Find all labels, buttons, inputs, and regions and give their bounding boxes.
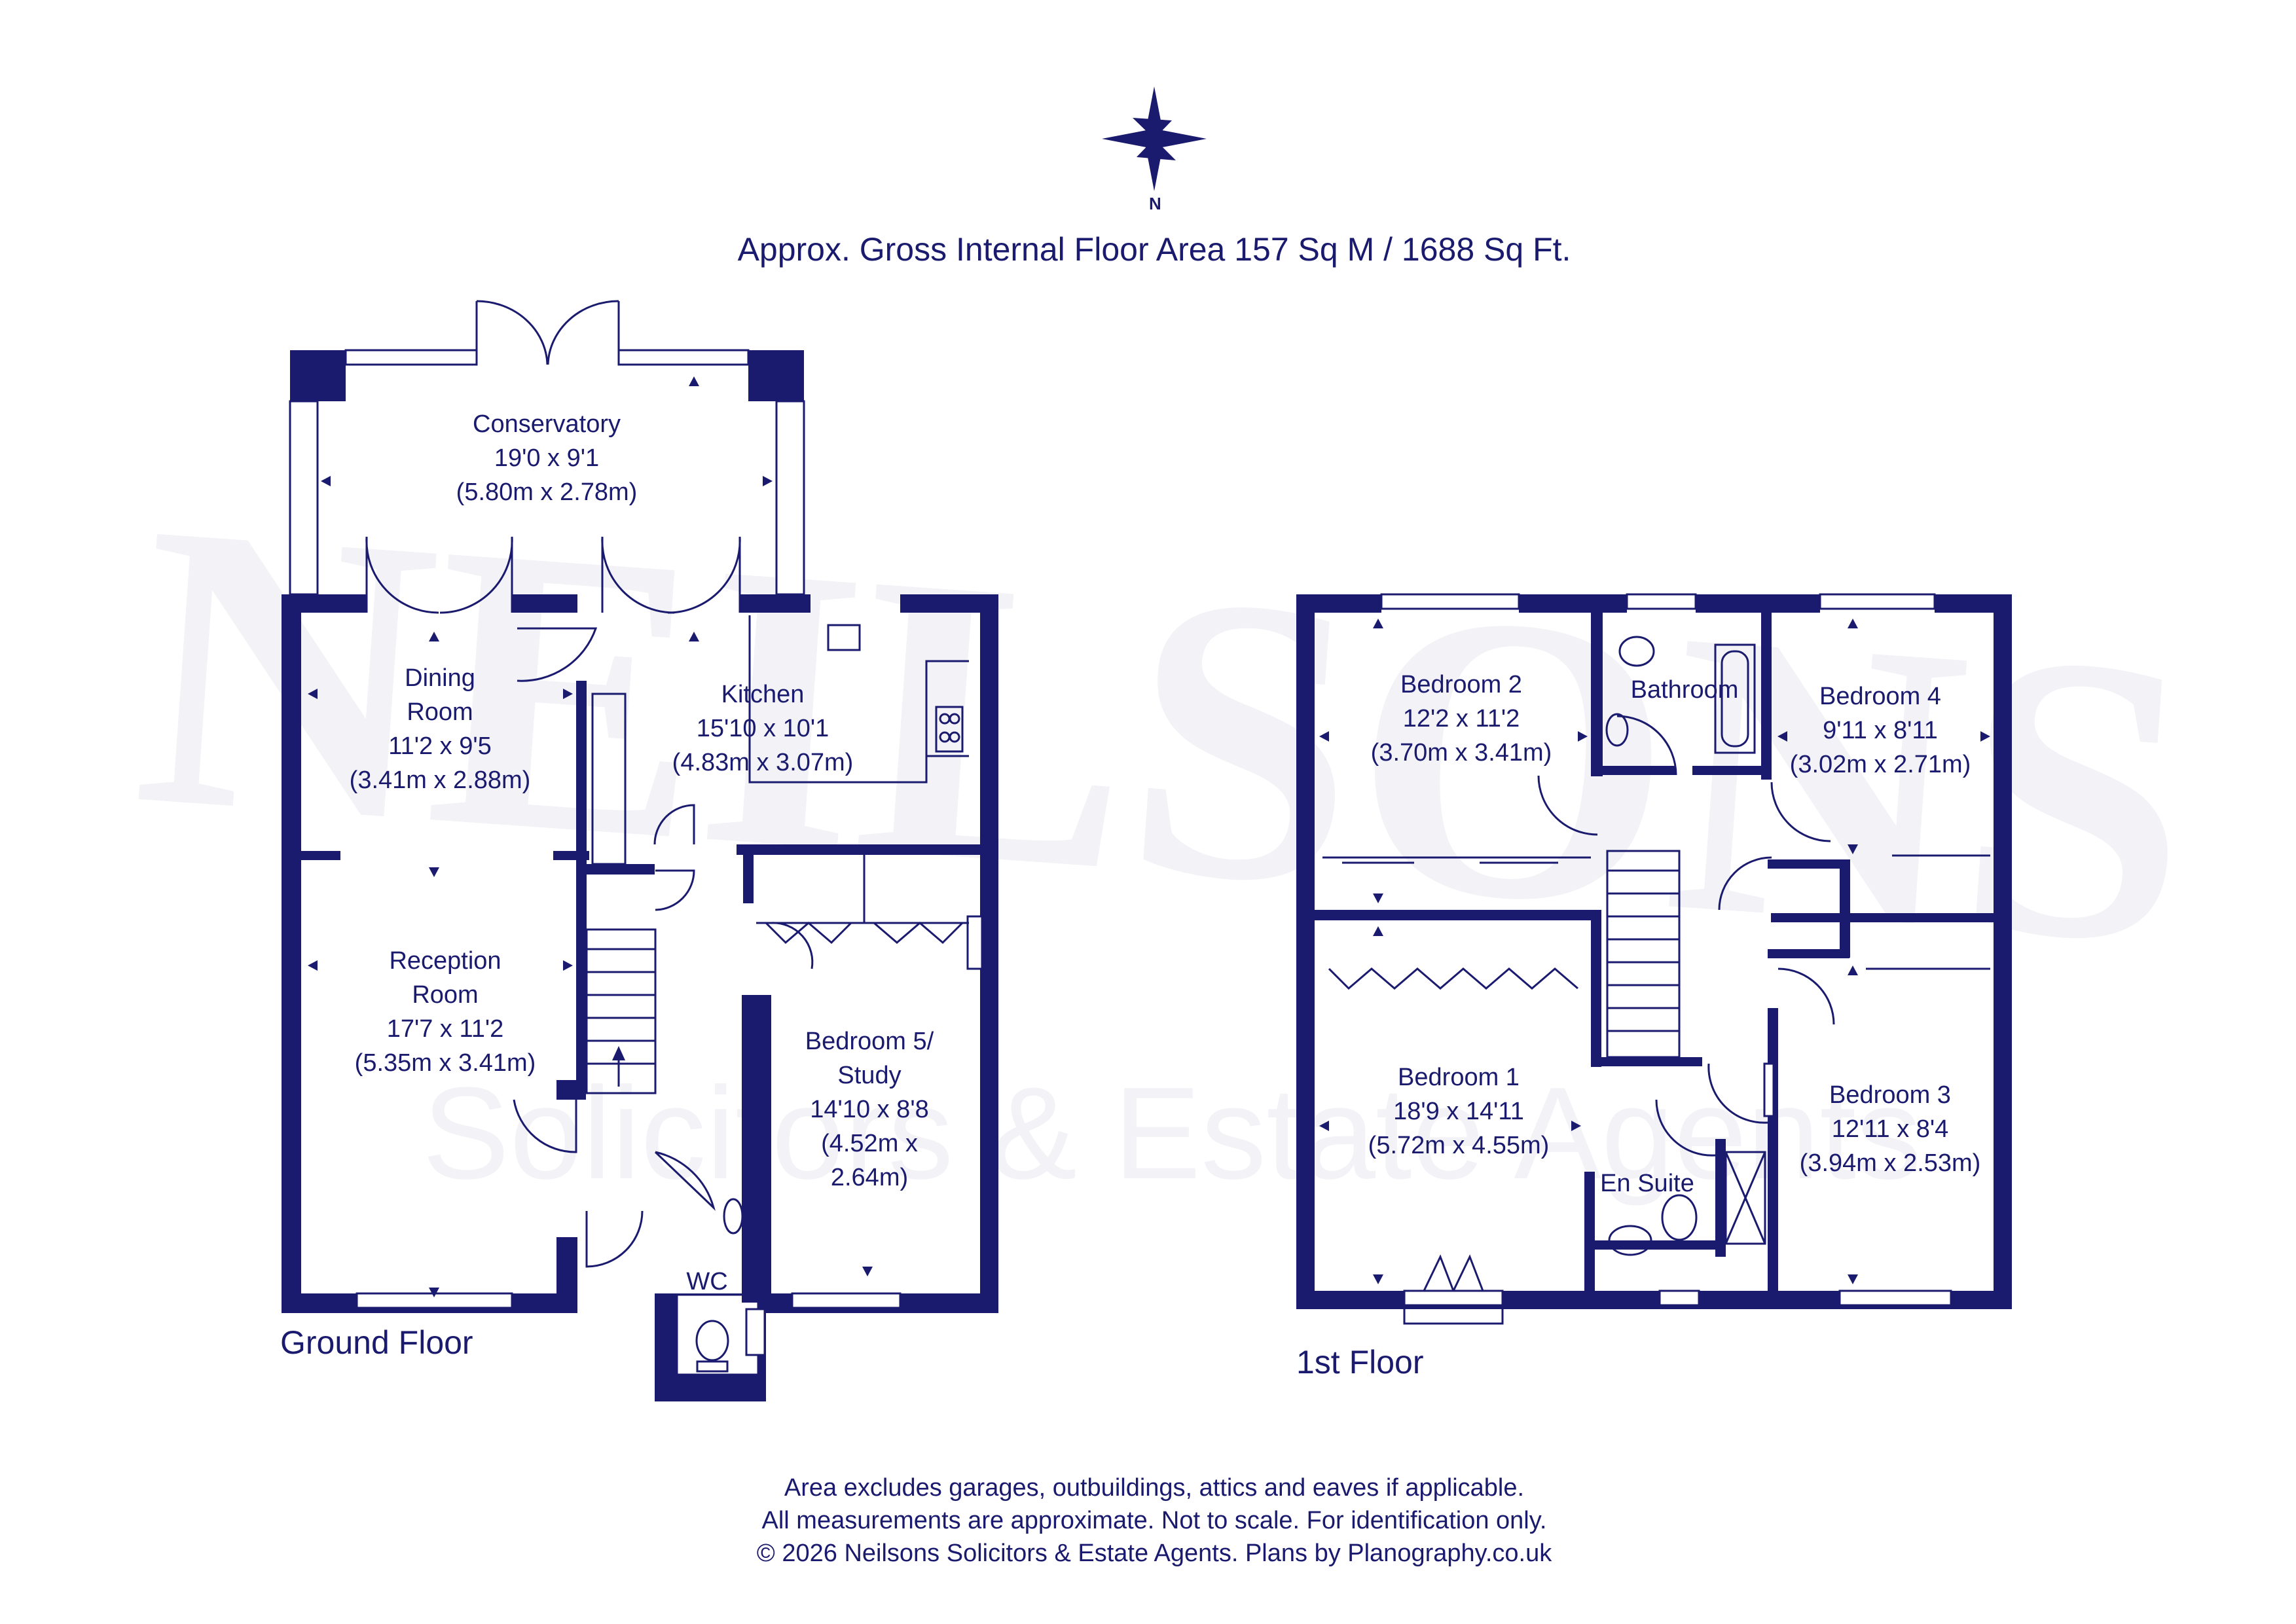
room-label-dining-room: Dining Room 11'2 x 9'5 (3.41m x 2.88m) — [350, 664, 531, 794]
svg-text:Dining: Dining — [405, 664, 475, 692]
svg-text:19'0 x 9'1: 19'0 x 9'1 — [494, 444, 599, 472]
room-label-bedroom-5-study: Bedroom 5/ Study 14'10 x 8'8 (4.52m x 2.… — [805, 1028, 934, 1191]
svg-text:(5.72m x 4.55m): (5.72m x 4.55m) — [1368, 1132, 1550, 1159]
first-floor-label: 1st Floor — [1296, 1344, 1424, 1380]
svg-text:12'2 x 11'2: 12'2 x 11'2 — [1403, 705, 1520, 732]
svg-text:14'10 x 8'8: 14'10 x 8'8 — [810, 1096, 928, 1123]
room-label-bedroom-3: Bedroom 3 12'11 x 8'4 (3.94m x 2.53m) — [1800, 1081, 1981, 1177]
room-label-bedroom-4: Bedroom 4 9'11 x 8'11 (3.02m x 2.71m) — [1790, 683, 1971, 778]
svg-text:Reception: Reception — [389, 947, 501, 975]
svg-text:(3.41m x 2.88m): (3.41m x 2.88m) — [350, 767, 531, 794]
svg-text:11'2 x 9'5: 11'2 x 9'5 — [388, 732, 491, 760]
svg-text:(4.83m x 3.07m): (4.83m x 3.07m) — [672, 749, 854, 776]
north-label: N — [1149, 194, 1161, 213]
area-heading: Approx. Gross Internal Floor Area 157 Sq… — [738, 231, 1571, 268]
footer-line: Area excludes garages, outbuildings, att… — [784, 1474, 1524, 1502]
room-label-en-suite: En Suite — [1600, 1170, 1694, 1197]
room-label-bedroom-2: Bedroom 2 12'2 x 11'2 (3.70m x 3.41m) — [1371, 671, 1552, 767]
footer-notes: Area excludes garages, outbuildings, att… — [757, 1474, 1552, 1567]
first-floor-plan: 1st Floor Bedroom 2 12'2 x 11'2 (3.70m x… — [1296, 593, 2012, 1380]
svg-text:Bedroom 2: Bedroom 2 — [1400, 671, 1522, 698]
svg-text:(5.80m x 2.78m): (5.80m x 2.78m) — [456, 478, 638, 506]
svg-text:En Suite: En Suite — [1600, 1170, 1694, 1197]
svg-text:(4.52m x: (4.52m x — [821, 1130, 918, 1157]
footer-line: © 2026 Neilsons Solicitors & Estate Agen… — [757, 1540, 1552, 1567]
svg-text:(5.35m x 3.41m): (5.35m x 3.41m) — [355, 1049, 536, 1077]
svg-text:15'10 x 10'1: 15'10 x 10'1 — [697, 715, 829, 742]
svg-text:Bathroom: Bathroom — [1631, 676, 1739, 704]
svg-text:Bedroom 3: Bedroom 3 — [1829, 1081, 1951, 1109]
svg-text:Room: Room — [407, 698, 473, 726]
ground-floor-stairs — [585, 928, 657, 1094]
svg-text:Room: Room — [412, 981, 478, 1009]
ground-floor-label: Ground Floor — [280, 1324, 473, 1361]
svg-text:(3.70m x 3.41m): (3.70m x 3.41m) — [1371, 739, 1552, 767]
svg-text:2.64m): 2.64m) — [831, 1164, 908, 1191]
first-floor-stairs — [1606, 850, 1681, 1058]
svg-text:Study: Study — [837, 1062, 901, 1089]
ground-floor-plan: Ground Floor Conservatory 19'0 x 9'1 (5.… — [280, 300, 998, 1401]
svg-text:9'11 x 8'11: 9'11 x 8'11 — [1823, 717, 1938, 744]
room-label-bedroom-1: Bedroom 1 18'9 x 14'11 (5.72m x 4.55m) — [1368, 1064, 1550, 1159]
footer-line: All measurements are approximate. Not to… — [762, 1507, 1547, 1534]
room-label-bathroom: Bathroom — [1631, 676, 1739, 704]
svg-text:17'7 x 11'2: 17'7 x 11'2 — [387, 1015, 504, 1043]
svg-text:12'11 x 8'4: 12'11 x 8'4 — [1832, 1115, 1949, 1143]
svg-text:Kitchen: Kitchen — [721, 681, 805, 708]
svg-text:Bedroom 5/: Bedroom 5/ — [805, 1028, 934, 1055]
room-label-conservatory: Conservatory 19'0 x 9'1 (5.80m x 2.78m) — [456, 410, 638, 506]
svg-text:Conservatory: Conservatory — [473, 410, 621, 438]
svg-text:Bedroom 4: Bedroom 4 — [1819, 683, 1941, 710]
svg-text:WC: WC — [686, 1268, 727, 1295]
svg-text:(3.94m x 2.53m): (3.94m x 2.53m) — [1800, 1149, 1981, 1177]
room-label-kitchen: Kitchen 15'10 x 10'1 (4.83m x 3.07m) — [672, 681, 854, 776]
north-compass-icon: N — [1102, 86, 1207, 213]
svg-text:(3.02m x 2.71m): (3.02m x 2.71m) — [1790, 751, 1971, 778]
room-label-reception-room: Reception Room 17'7 x 11'2 (5.35m x 3.41… — [355, 947, 536, 1077]
svg-text:18'9 x 14'11: 18'9 x 14'11 — [1393, 1098, 1524, 1125]
svg-text:Bedroom 1: Bedroom 1 — [1398, 1064, 1520, 1091]
watermark-tagline: Solicitors & Estate Agents — [422, 1060, 1922, 1206]
room-label-wc: WC — [686, 1268, 727, 1295]
